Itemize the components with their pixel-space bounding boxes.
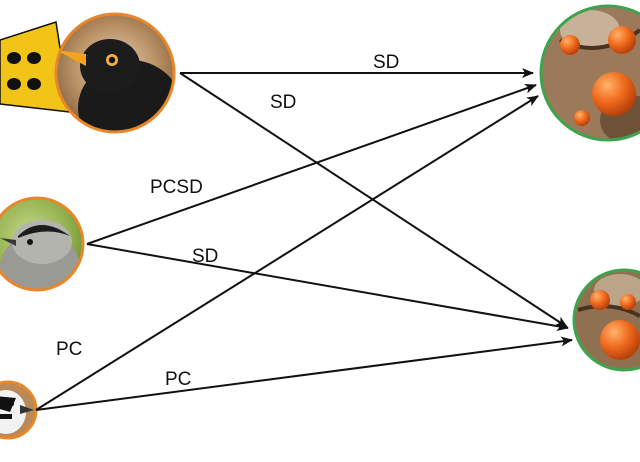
edge-woodpecker-fruit-top: PC: [35, 95, 539, 411]
blackbird-icon: [56, 14, 174, 132]
woodpecker-node: [0, 380, 38, 440]
edge-label: PCSD: [150, 177, 203, 198]
edge-label: PC: [56, 339, 82, 360]
edge-label: SD: [192, 246, 218, 267]
woodpecker-icon: [0, 382, 36, 438]
blackbird-node: [54, 12, 176, 134]
edge-label: SD: [373, 52, 399, 73]
fruit-top-node: [539, 4, 640, 142]
persimmon-top-icon: [541, 6, 640, 140]
blackcap-node: [0, 196, 85, 292]
fruit-bottom-node: [572, 268, 640, 372]
edge-blackbird-fruit-top: SD: [180, 52, 534, 78]
persimmon-bottom-icon: [574, 270, 640, 370]
edge-blackcap-fruit-top: PCSD: [86, 83, 537, 245]
edge-woodpecker-fruit-bottom: PC: [35, 336, 573, 411]
edge-label: SD: [270, 92, 296, 113]
edge-label: PC: [165, 369, 191, 390]
edge-blackcap-fruit-bottom: SD: [86, 243, 569, 332]
blackcap-icon: [0, 198, 83, 290]
